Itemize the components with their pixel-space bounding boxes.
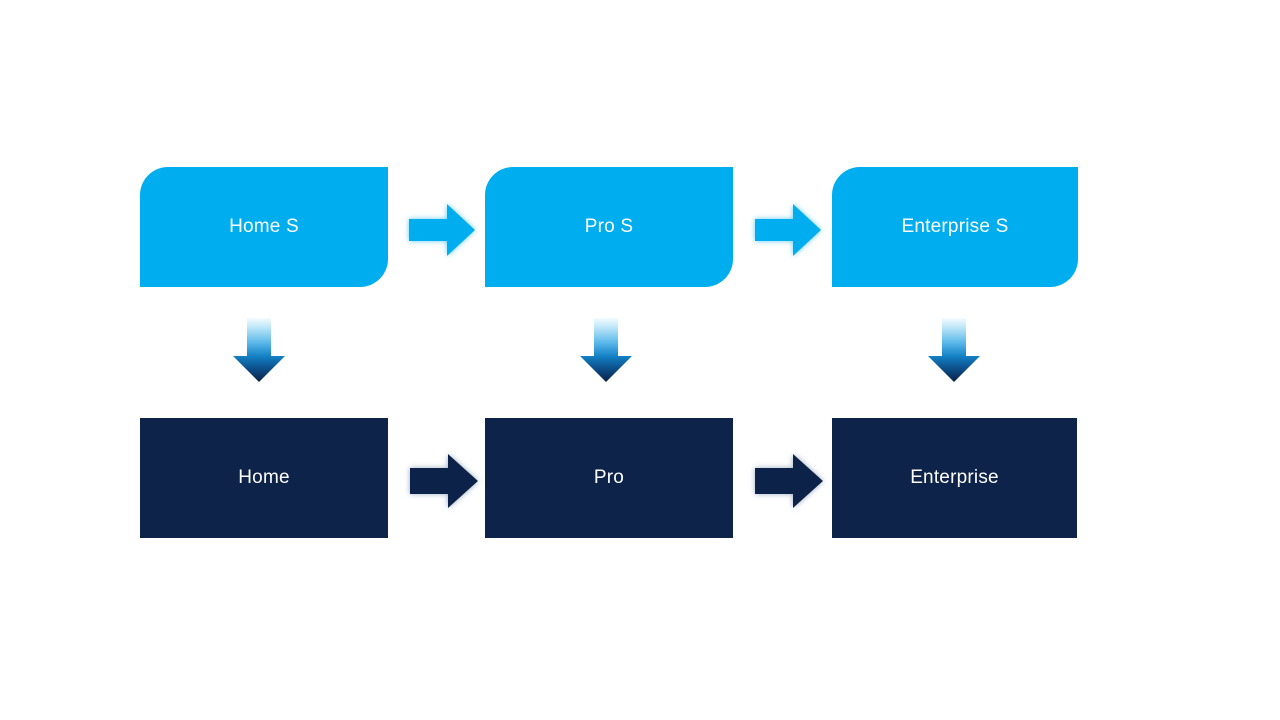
- down-arrow-icon: [928, 318, 980, 382]
- node-home-label: Home: [238, 467, 290, 488]
- node-enterprise: Enterprise: [832, 418, 1077, 538]
- right-arrow-icon: [755, 204, 821, 256]
- node-pro-s: Pro S: [485, 167, 733, 287]
- right-arrow-icon: [410, 454, 478, 508]
- node-enterprise-s-label: Enterprise S: [901, 216, 1009, 237]
- down-arrow-icon: [580, 318, 632, 382]
- node-home-s-label: Home S: [229, 216, 299, 237]
- node-pro-label: Pro: [593, 467, 625, 488]
- right-arrow-icon: [755, 454, 823, 508]
- node-pro: Pro: [485, 418, 733, 538]
- node-home-s: Home S: [140, 167, 388, 287]
- down-arrow-icon: [233, 318, 285, 382]
- node-enterprise-s: Enterprise S: [832, 167, 1078, 287]
- node-enterprise-label: Enterprise: [910, 467, 999, 488]
- node-pro-s-label: Pro S: [584, 216, 634, 237]
- node-home: Home: [140, 418, 388, 538]
- right-arrow-icon: [409, 204, 475, 256]
